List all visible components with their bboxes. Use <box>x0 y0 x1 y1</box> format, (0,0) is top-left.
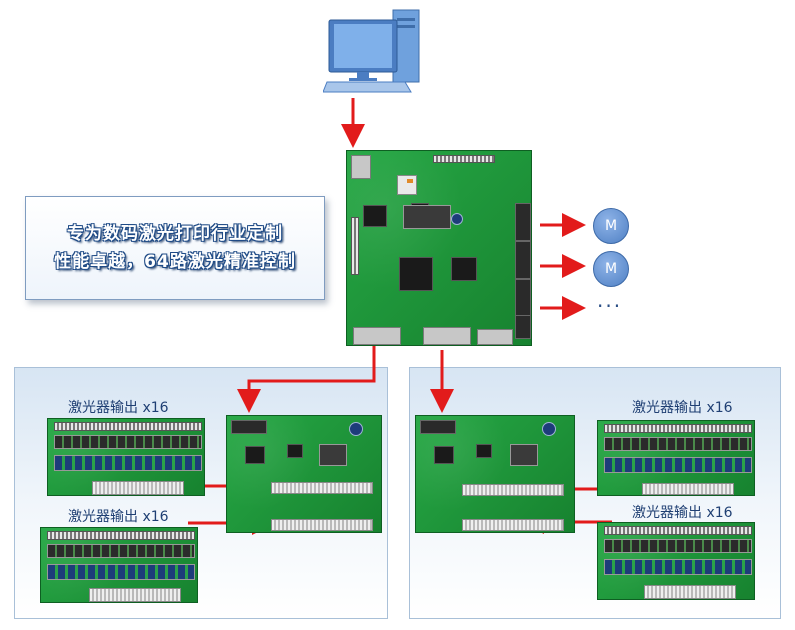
controller-chip <box>363 205 387 227</box>
left-header <box>351 217 359 275</box>
db-input-connector <box>420 420 456 434</box>
power-module <box>510 444 538 466</box>
sub-chip <box>476 444 492 458</box>
capacitor-row <box>604 559 752 575</box>
ribbon-connector <box>271 519 373 531</box>
ribbon-connector <box>462 519 564 531</box>
more-motors-ellipsis: ··· <box>597 294 623 318</box>
main-cpu-chip <box>399 257 433 291</box>
db-input-connector <box>231 420 267 434</box>
fpga-chip <box>451 257 477 281</box>
ribbon-connector <box>92 481 184 495</box>
power-module <box>403 205 451 229</box>
ribbon-connector <box>642 483 734 495</box>
ribbon-connector <box>462 484 564 496</box>
ribbon-connector <box>271 482 373 494</box>
motor-icon: M <box>593 251 629 287</box>
motor-connector-4 <box>515 315 531 339</box>
driver-row <box>604 437 752 451</box>
header-row <box>604 424 752 433</box>
ribbon-connector <box>644 585 736 599</box>
sub-chip <box>245 446 265 464</box>
header-row <box>604 526 752 535</box>
output-label-right-bottom: 激光器输出 x16 <box>632 505 733 521</box>
sub-chip <box>434 446 454 464</box>
motor-icon: M <box>593 208 629 244</box>
db-connector-right <box>477 329 513 345</box>
main-control-board <box>346 150 532 346</box>
fuse <box>407 179 413 183</box>
output-label-left-bottom: 激光器输出 x16 <box>68 509 169 525</box>
power-connector <box>397 175 417 195</box>
output-label-left-top: 激光器输出 x16 <box>68 400 169 416</box>
driver-row <box>47 544 195 558</box>
tagline-line-2: 性能卓越，64路激光精准控制 <box>54 252 296 272</box>
sub-chip <box>287 444 303 458</box>
capacitor <box>451 213 463 225</box>
laser-output-board-right-top <box>597 420 755 496</box>
output-label-right-top: 激光器输出 x16 <box>632 400 733 416</box>
sub-control-board-left <box>226 415 382 533</box>
header-row <box>54 422 202 431</box>
sub-control-board-right <box>415 415 575 533</box>
ribbon-connector <box>89 588 181 602</box>
laser-output-board-left-top <box>47 418 205 496</box>
motor-connector-2 <box>515 241 531 279</box>
tagline-box: 专为数码激光打印行业定制 性能卓越，64路激光精准控制 <box>25 196 325 300</box>
laser-output-board-right-bottom <box>597 522 755 600</box>
capacitor-row <box>47 564 195 580</box>
driver-row <box>54 435 202 449</box>
desktop-computer-icon <box>323 9 420 93</box>
motor-connector-1 <box>515 203 531 241</box>
capacitor-row <box>54 455 202 471</box>
ethernet-port <box>351 155 371 179</box>
db-connector-left <box>353 327 401 345</box>
header-row <box>47 531 195 540</box>
motor-connector-3 <box>515 279 531 317</box>
tagline-line-1: 专为数码激光打印行业定制 <box>67 224 283 244</box>
db-connector-mid <box>423 327 471 345</box>
laser-output-board-left-bottom <box>40 527 198 603</box>
top-header <box>433 155 495 163</box>
capacitor-row <box>604 457 752 473</box>
driver-row <box>604 539 752 553</box>
power-module <box>319 444 347 466</box>
capacitor <box>542 422 556 436</box>
capacitor <box>349 422 363 436</box>
